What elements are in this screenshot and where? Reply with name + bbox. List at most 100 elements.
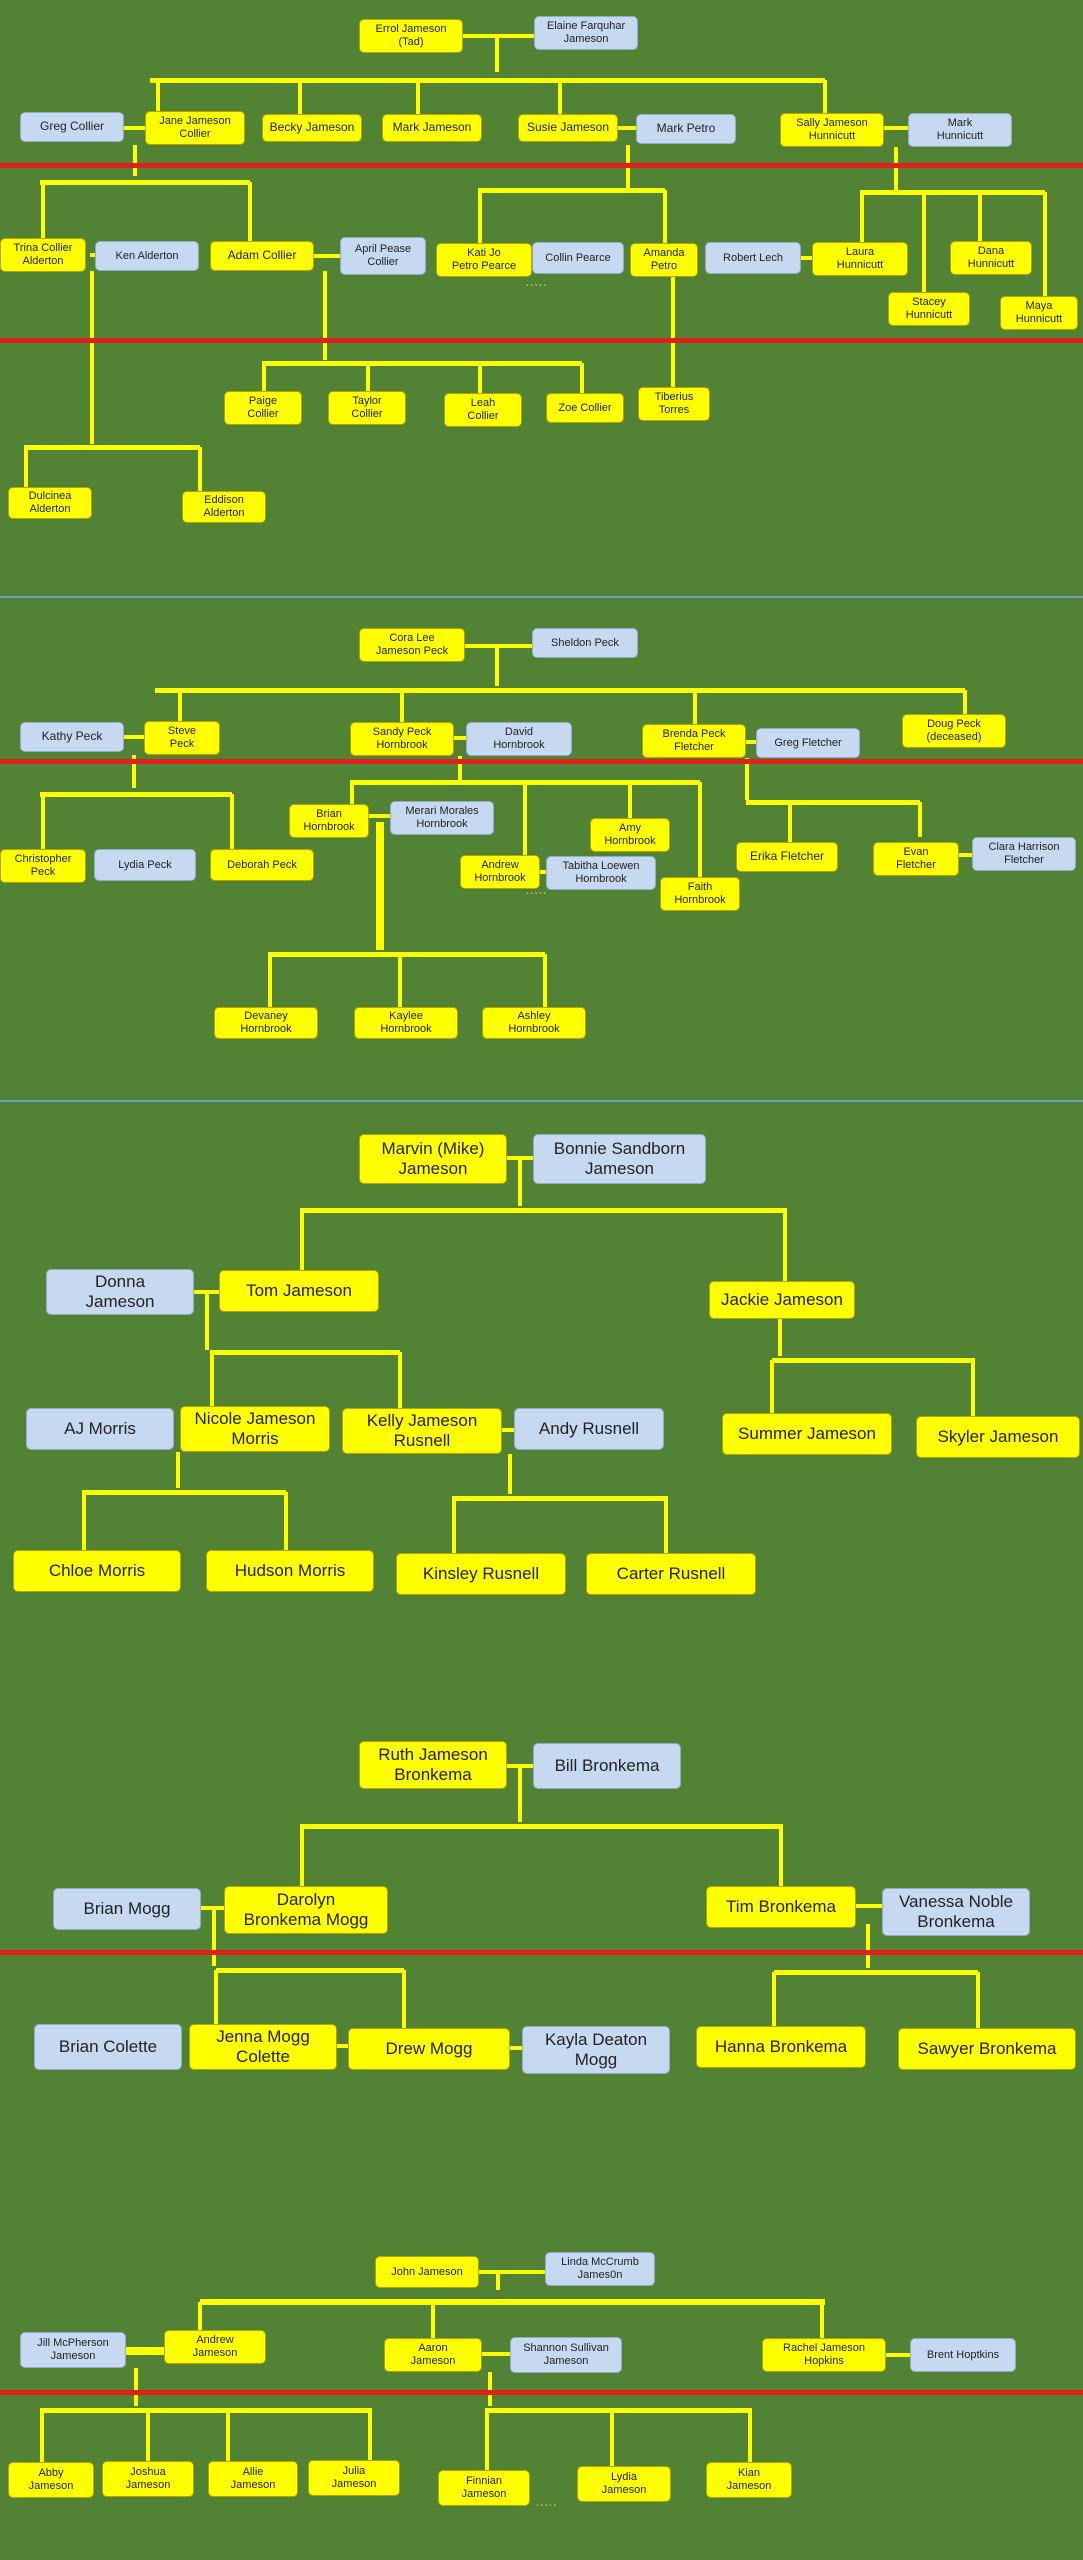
person-brent-hoptkins: Brent Hoptkins xyxy=(910,2338,1016,2372)
person-vanessa-noble-bronkema: Vanessa Noble Bronkema xyxy=(882,1888,1030,1936)
person-joshua-jameson: Joshua Jameson xyxy=(102,2461,194,2497)
connector-line xyxy=(212,1908,216,1966)
connector-line xyxy=(495,36,499,72)
connector-line xyxy=(693,690,697,724)
connector-line xyxy=(155,687,965,693)
person-collin-pearce: Collin Pearce xyxy=(532,242,624,274)
connector-line xyxy=(298,80,302,115)
connector-line xyxy=(452,1498,456,1553)
person-nicole-jameson-morris: Nicole Jameson Morris xyxy=(180,1406,330,1452)
person-sally-jameson-hunnicutt: Sally Jameson Hunnicutt xyxy=(780,113,884,147)
person-laura-hunnicutt: Laura Hunnicutt xyxy=(812,242,908,276)
person-john-jameson: John Jameson xyxy=(375,2256,479,2288)
person-kinsley-rusnell: Kinsley Rusnell xyxy=(396,1553,566,1595)
connector-line xyxy=(82,1492,86,1550)
connector-line xyxy=(922,192,926,292)
connector-line xyxy=(216,1967,404,1973)
person-devaney-hornbrook: Devaney Hornbrook xyxy=(214,1007,318,1039)
marriage-marker: ˎˎˎˎˎ xyxy=(526,884,548,895)
section-divider xyxy=(0,596,1083,598)
person-christopher-peck: Christopher Peck xyxy=(0,849,86,883)
connector-line xyxy=(40,791,232,797)
person-merari-morales-hornbrook: Merari Morales Hornbrook xyxy=(390,801,494,835)
person-shannon-sullivan-jameson: Shannon Sullivan Jameson xyxy=(510,2337,622,2373)
connector-line xyxy=(90,271,94,444)
connector-line xyxy=(801,256,812,260)
connector-line xyxy=(866,1924,870,1968)
person-leah-collier: Leah Collier xyxy=(444,393,522,427)
person-marvin-mike-jameson: Marvin (Mike) Jameson xyxy=(359,1134,507,1184)
person-julia-jameson: Julia Jameson xyxy=(308,2460,400,2496)
person-tiberius-torres: Tiberius Torres xyxy=(638,387,710,421)
connector-line xyxy=(976,1972,980,2028)
connector-line xyxy=(82,1489,286,1495)
connector-line xyxy=(671,277,675,387)
connector-line xyxy=(783,1210,787,1281)
person-greg-fletcher: Greg Fletcher xyxy=(756,728,860,758)
person-jackie-jameson: Jackie Jameson xyxy=(709,1281,855,1319)
person-donna-jameson: Donna Jameson xyxy=(46,1269,194,1315)
connector-line xyxy=(770,1360,774,1413)
person-jenna-mogg-colette: Jenna Mogg Colette xyxy=(189,2024,337,2070)
person-abby-jameson: Abby Jameson xyxy=(8,2462,94,2498)
connector-line xyxy=(772,1972,776,2026)
person-becky-jameson: Becky Jameson xyxy=(262,114,362,142)
connector-line xyxy=(746,740,756,744)
connector-line xyxy=(24,444,200,450)
person-deborah-peck: Deborah Peck xyxy=(210,849,314,881)
person-kathy-peck: Kathy Peck xyxy=(20,722,124,752)
person-brian-colette: Brian Colette xyxy=(34,2024,182,2070)
person-rachel-jameson-hopkins: Rachel Jameson Hopkins xyxy=(762,2338,886,2372)
person-kati-jo-petro-pearce: Kati Jo Petro Pearce xyxy=(436,243,532,277)
generation-divider xyxy=(0,1950,1083,1955)
person-mark-hunnicutt: Mark Hunnicutt xyxy=(908,113,1012,147)
connector-line xyxy=(540,870,546,874)
person-evan-fletcher: Evan Fletcher xyxy=(873,842,959,876)
connector-line xyxy=(452,1495,668,1501)
person-sawyer-bronkema: Sawyer Bronkema xyxy=(898,2028,1076,2070)
person-aj-morris: AJ Morris xyxy=(26,1408,174,1450)
connector-line xyxy=(146,2410,150,2461)
person-eddison-alderton: Eddison Alderton xyxy=(182,491,266,523)
person-andy-rusnell: Andy Rusnell xyxy=(514,1408,664,1450)
person-brian-mogg: Brian Mogg xyxy=(53,1888,201,1930)
person-erika-fletcher: Erika Fletcher xyxy=(736,842,838,872)
connector-line xyxy=(300,1207,787,1213)
connector-line xyxy=(323,271,327,360)
connector-line xyxy=(479,2270,545,2274)
person-maya-hunnicutt: Maya Hunnicutt xyxy=(1000,296,1078,330)
connector-line xyxy=(894,147,898,190)
connector-line xyxy=(124,126,145,130)
generation-divider xyxy=(0,759,1083,764)
connector-line xyxy=(40,2407,372,2413)
connector-line xyxy=(772,1357,975,1363)
person-david-hornbrook: David Hornbrook xyxy=(466,722,572,756)
connector-line xyxy=(41,794,45,849)
connector-line xyxy=(41,182,45,238)
connector-line xyxy=(778,1319,782,1356)
person-trina-collier-alderton: Trina Collier Alderton xyxy=(0,238,86,272)
person-bill-bronkema: Bill Bronkema xyxy=(533,1743,681,1789)
person-finnian-jameson: Finnian Jameson xyxy=(438,2470,530,2506)
connector-line xyxy=(774,1969,978,1975)
person-ashley-hornbrook: Ashley Hornbrook xyxy=(482,1007,586,1039)
connector-line xyxy=(268,954,272,1007)
person-cora-lee-jameson-peck: Cora Lee Jameson Peck xyxy=(359,628,465,662)
connector-line xyxy=(268,951,545,957)
connector-line xyxy=(337,2044,348,2048)
connector-line xyxy=(860,189,1045,195)
person-ken-alderton: Ken Alderton xyxy=(95,241,199,271)
section-divider xyxy=(0,1100,1083,1102)
person-sheldon-peck: Sheldon Peck xyxy=(532,628,638,658)
connector-line xyxy=(150,77,825,83)
connector-line xyxy=(431,2302,435,2338)
person-april-pease-collier: April Pease Collier xyxy=(340,237,426,275)
connector-line xyxy=(368,2410,372,2460)
person-andrew-jameson: Andrew Jameson xyxy=(164,2330,266,2364)
person-ruth-jameson-bronkema: Ruth Jameson Bronkema xyxy=(359,1741,507,1789)
person-tabitha-loewen-hornbrook: Tabitha Loewen Hornbrook xyxy=(546,856,656,890)
person-skyler-jameson: Skyler Jameson xyxy=(916,1416,1080,1458)
connector-line xyxy=(230,794,234,849)
connector-line xyxy=(369,814,390,818)
